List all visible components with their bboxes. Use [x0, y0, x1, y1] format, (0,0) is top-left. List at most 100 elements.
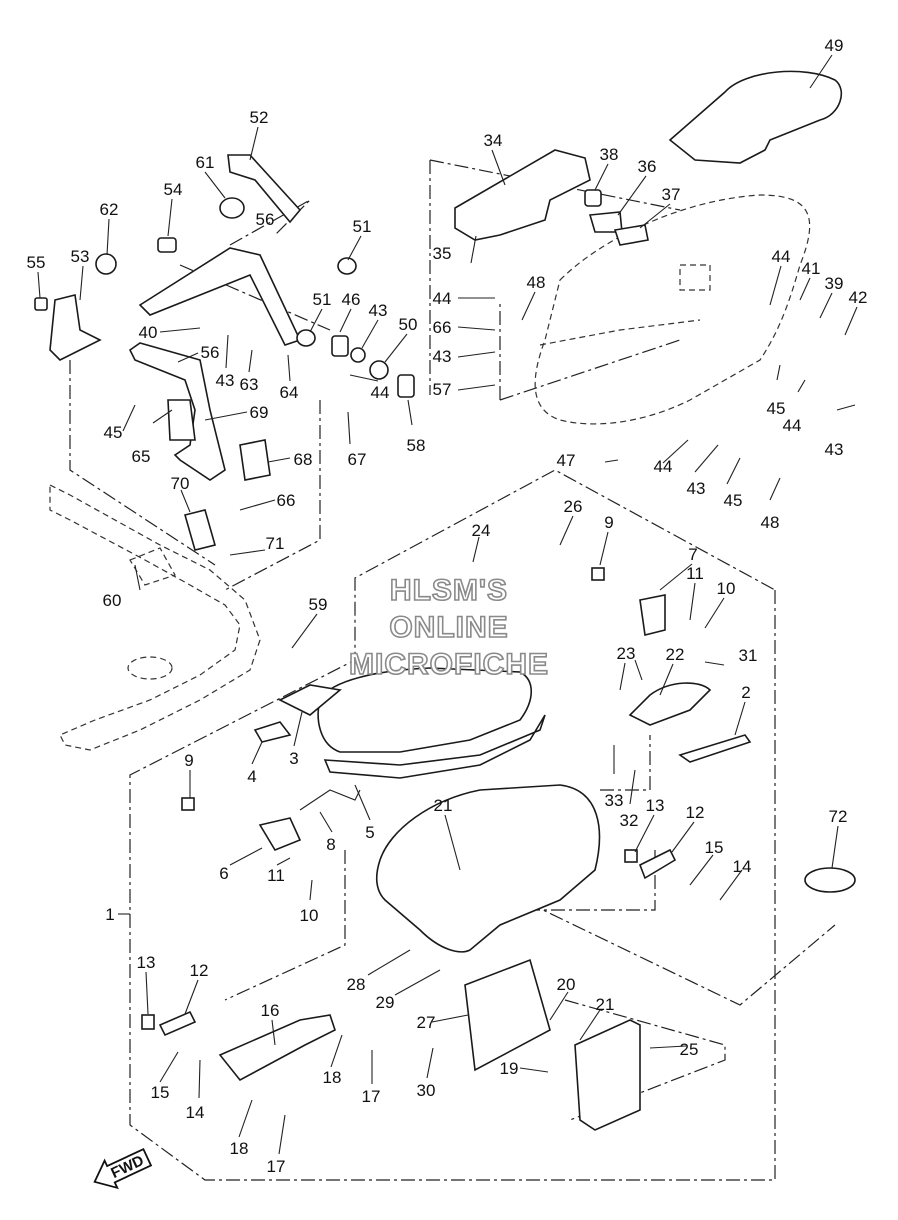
callout: 11: [267, 866, 285, 885]
callout: 22: [666, 645, 685, 664]
callout: 9: [184, 751, 193, 770]
callout: 45: [724, 491, 743, 510]
callout: 20: [557, 975, 576, 994]
callout: 71: [266, 534, 285, 553]
callout: 44: [433, 289, 452, 308]
callout: 51: [353, 217, 372, 236]
callout: 41: [802, 259, 821, 278]
callout: 15: [705, 838, 724, 857]
callout: 12: [686, 803, 705, 822]
callout: 23: [617, 644, 636, 663]
callout: 15: [151, 1083, 170, 1102]
callout: 52: [250, 108, 269, 127]
callout: 26: [564, 497, 583, 516]
callout: 10: [717, 579, 736, 598]
callout: 43: [369, 301, 388, 320]
callout: 48: [761, 513, 780, 532]
callout: 21: [434, 796, 453, 815]
callout: 36: [638, 157, 657, 176]
callout: 34: [484, 131, 503, 150]
watermark-line-3: MICROFICHE: [349, 648, 549, 681]
callout: 28: [347, 975, 366, 994]
callout: 1: [105, 905, 114, 924]
callout: 42: [849, 288, 868, 307]
callout: 54: [164, 180, 183, 199]
callout: 67: [348, 450, 367, 469]
callout: 7: [688, 545, 697, 564]
callout: 44: [772, 247, 791, 266]
callout-labels: 49 52 34 38 36 61 54 56 51 37 62 55 53 3…: [27, 36, 868, 1176]
fwd-arrow: FWD: [93, 1147, 153, 1190]
callout: 43: [216, 371, 235, 390]
callout: 17: [362, 1087, 381, 1106]
watermark-line-1: HLSM'S: [390, 574, 508, 607]
callout: 65: [132, 447, 151, 466]
callout: 9: [604, 513, 613, 532]
callout: 44: [371, 383, 390, 402]
callout: 39: [825, 274, 844, 293]
callout: 44: [654, 457, 673, 476]
callout: 21: [596, 995, 615, 1014]
saddlebag-ghost: [534, 194, 811, 425]
callout: 19: [500, 1059, 519, 1078]
part-shapes: [34, 70, 856, 1131]
callout: 53: [71, 247, 90, 266]
callout: 56: [201, 343, 220, 362]
callout: 30: [417, 1081, 436, 1100]
callout: 16: [261, 1001, 280, 1020]
callout: 8: [326, 835, 335, 854]
callout: 43: [433, 347, 452, 366]
callout: 50: [399, 315, 418, 334]
callout: 24: [472, 521, 491, 540]
watermark: HLSM'S ONLINE MICROFICHE: [348, 573, 549, 682]
callout: 66: [433, 318, 452, 337]
watermark-line-2: ONLINE: [389, 611, 508, 644]
callout: 11: [686, 564, 704, 583]
callout: 10: [300, 906, 319, 925]
callout: 45: [767, 399, 786, 418]
callout: 18: [323, 1068, 342, 1087]
callout: 5: [365, 823, 374, 842]
callout: 66: [277, 491, 296, 510]
callout: 43: [687, 479, 706, 498]
callout: 58: [407, 436, 426, 455]
callout: 55: [27, 253, 46, 272]
callout: 46: [342, 290, 361, 309]
callout: 35: [433, 244, 452, 263]
callout: 4: [247, 767, 256, 786]
callout: 3: [289, 749, 298, 768]
callout: 25: [680, 1040, 699, 1059]
callout: 72: [829, 807, 848, 826]
callout: 68: [294, 450, 313, 469]
callout: 27: [417, 1013, 436, 1032]
callout: 37: [662, 185, 681, 204]
callout: 64: [280, 383, 299, 402]
callout: 2: [741, 683, 750, 702]
callout: 48: [527, 273, 546, 292]
callout: 38: [600, 145, 619, 164]
callout: 14: [733, 857, 752, 876]
callout: 61: [196, 153, 215, 172]
callout: 49: [825, 36, 844, 55]
callout: 14: [186, 1103, 205, 1122]
fwd-arrow-icon: [93, 1147, 153, 1190]
callout: 6: [219, 864, 228, 883]
callout: 59: [309, 595, 328, 614]
callout: 47: [557, 451, 576, 470]
callout: 57: [433, 380, 452, 399]
callout: 62: [100, 200, 119, 219]
callout: 18: [230, 1139, 249, 1158]
callout: 56: [256, 210, 275, 229]
callout: 17: [267, 1157, 286, 1176]
callout: 32: [620, 811, 639, 830]
callout: 33: [605, 791, 624, 810]
callout: 13: [137, 953, 156, 972]
callout: 31: [739, 646, 758, 665]
callout: 45: [104, 423, 123, 442]
callout: 40: [139, 323, 158, 342]
callout: 69: [250, 403, 269, 422]
leader-lines: [37, 54, 858, 1155]
callout: 60: [103, 591, 122, 610]
frame-ghost: [49, 484, 261, 751]
